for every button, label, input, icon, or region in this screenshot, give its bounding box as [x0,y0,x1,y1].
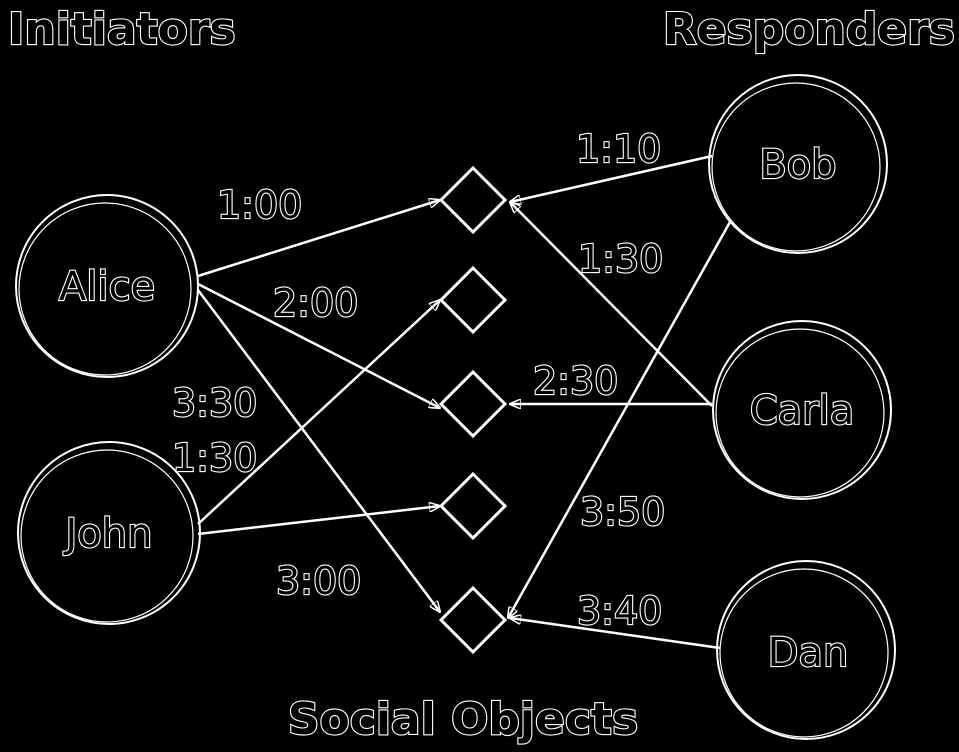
social-object-3 [438,369,508,439]
social-object-1 [438,165,508,235]
social-object-5 [438,585,508,655]
node-carla: Carla [712,320,892,500]
social-objects [438,165,508,655]
edge-labels: 1:00 2:00 3:30 1:30 3:00 1:10 1:30 2:30 … [171,126,667,634]
edge-bob-object-5 [508,221,732,618]
edge-john-object-4 [197,506,440,536]
node-bob: Bob [708,74,888,254]
time-label-alice-object-5: 3:30 [172,381,257,425]
edge-bob-object-1 [510,154,713,202]
time-label-alice-object-1: 1:00 [217,183,302,227]
heading-initiators: Initiators [8,4,236,55]
node-alice: Alice [15,194,199,378]
edge-alice-object-5 [197,289,440,612]
edge-john-object-2 [197,300,440,525]
time-label-bob-object-5: 3:50 [580,490,665,534]
time-label-john-object-2: 1:30 [172,436,257,480]
heading-social-objects: Social Objects [288,694,638,745]
edge-alice-object-3 [197,282,440,408]
node-john: John [17,441,201,625]
time-label-carla-object-1: 1:30 [578,237,663,281]
node-dan: Dan [716,560,896,740]
node-label-alice: Alice [59,264,155,310]
edge-dan-object-5 [510,618,721,650]
time-label-bob-object-1: 1:10 [576,127,661,171]
time-label-dan-object-5: 3:40 [577,589,662,633]
node-label-dan: Dan [768,630,849,676]
node-label-john: John [63,511,153,557]
heading-responders: Responders [663,4,955,55]
node-label-bob: Bob [759,142,836,188]
social-object-2 [438,265,508,335]
time-label-carla-object-3: 2:30 [533,359,618,403]
time-label-alice-object-3: 2:00 [273,281,358,325]
edge-alice-object-1 [197,200,440,278]
edges [197,154,732,650]
social-object-4 [438,471,508,541]
edge-carla-object-1 [510,202,713,407]
node-label-carla: Carla [750,388,855,434]
time-label-john-object-5: 3:00 [276,559,361,603]
